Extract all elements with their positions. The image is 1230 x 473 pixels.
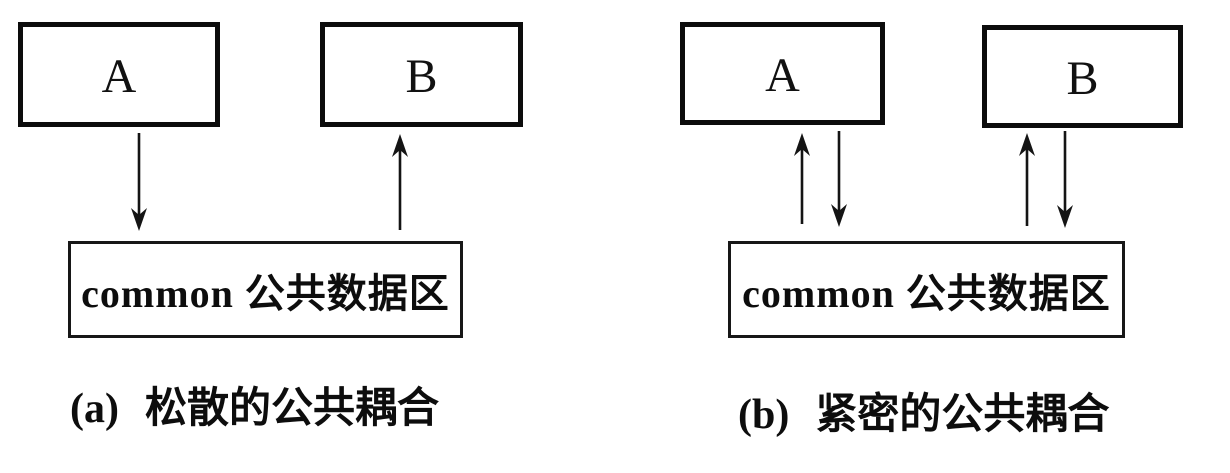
up-arrow-icon	[1019, 133, 1035, 226]
panel-a-module-a-box: A	[18, 22, 220, 127]
panel-b-caption: (b) 紧密的公共耦合	[738, 380, 1109, 441]
panel-a-module-a-label: A	[101, 49, 137, 103]
down-arrow-icon	[831, 131, 847, 227]
panel-b-common-data-box: common 公共数据区	[728, 241, 1125, 338]
panel-b-module-b-box: B	[982, 25, 1183, 128]
panel-a-common-data-label: common 公共数据区	[81, 270, 450, 316]
panel-a-caption: (a) 松散的公共耦合	[70, 374, 439, 435]
panel-b-module-a-box: A	[680, 22, 885, 125]
panel-a-caption-index: (a)	[70, 386, 119, 432]
panel-b-common-data-label: common 公共数据区	[742, 270, 1111, 316]
down-arrow-icon	[131, 133, 147, 231]
up-arrow-icon	[794, 133, 810, 224]
down-arrow-icon	[1057, 131, 1073, 228]
panel-a-module-b-label: B	[405, 49, 438, 103]
panel-a-caption-text: 松散的公共耦合	[144, 386, 439, 432]
panel-a-common-data-box: common 公共数据区	[68, 241, 463, 338]
panel-a-module-b-box: B	[320, 22, 523, 127]
panel-b-caption-text: 紧密的公共耦合	[815, 392, 1110, 438]
panel-b-caption-index: (b)	[738, 392, 790, 438]
panel-b-module-a-label: A	[765, 48, 800, 102]
panel-b-module-b-label: B	[1066, 51, 1099, 105]
up-arrow-icon	[392, 134, 408, 230]
